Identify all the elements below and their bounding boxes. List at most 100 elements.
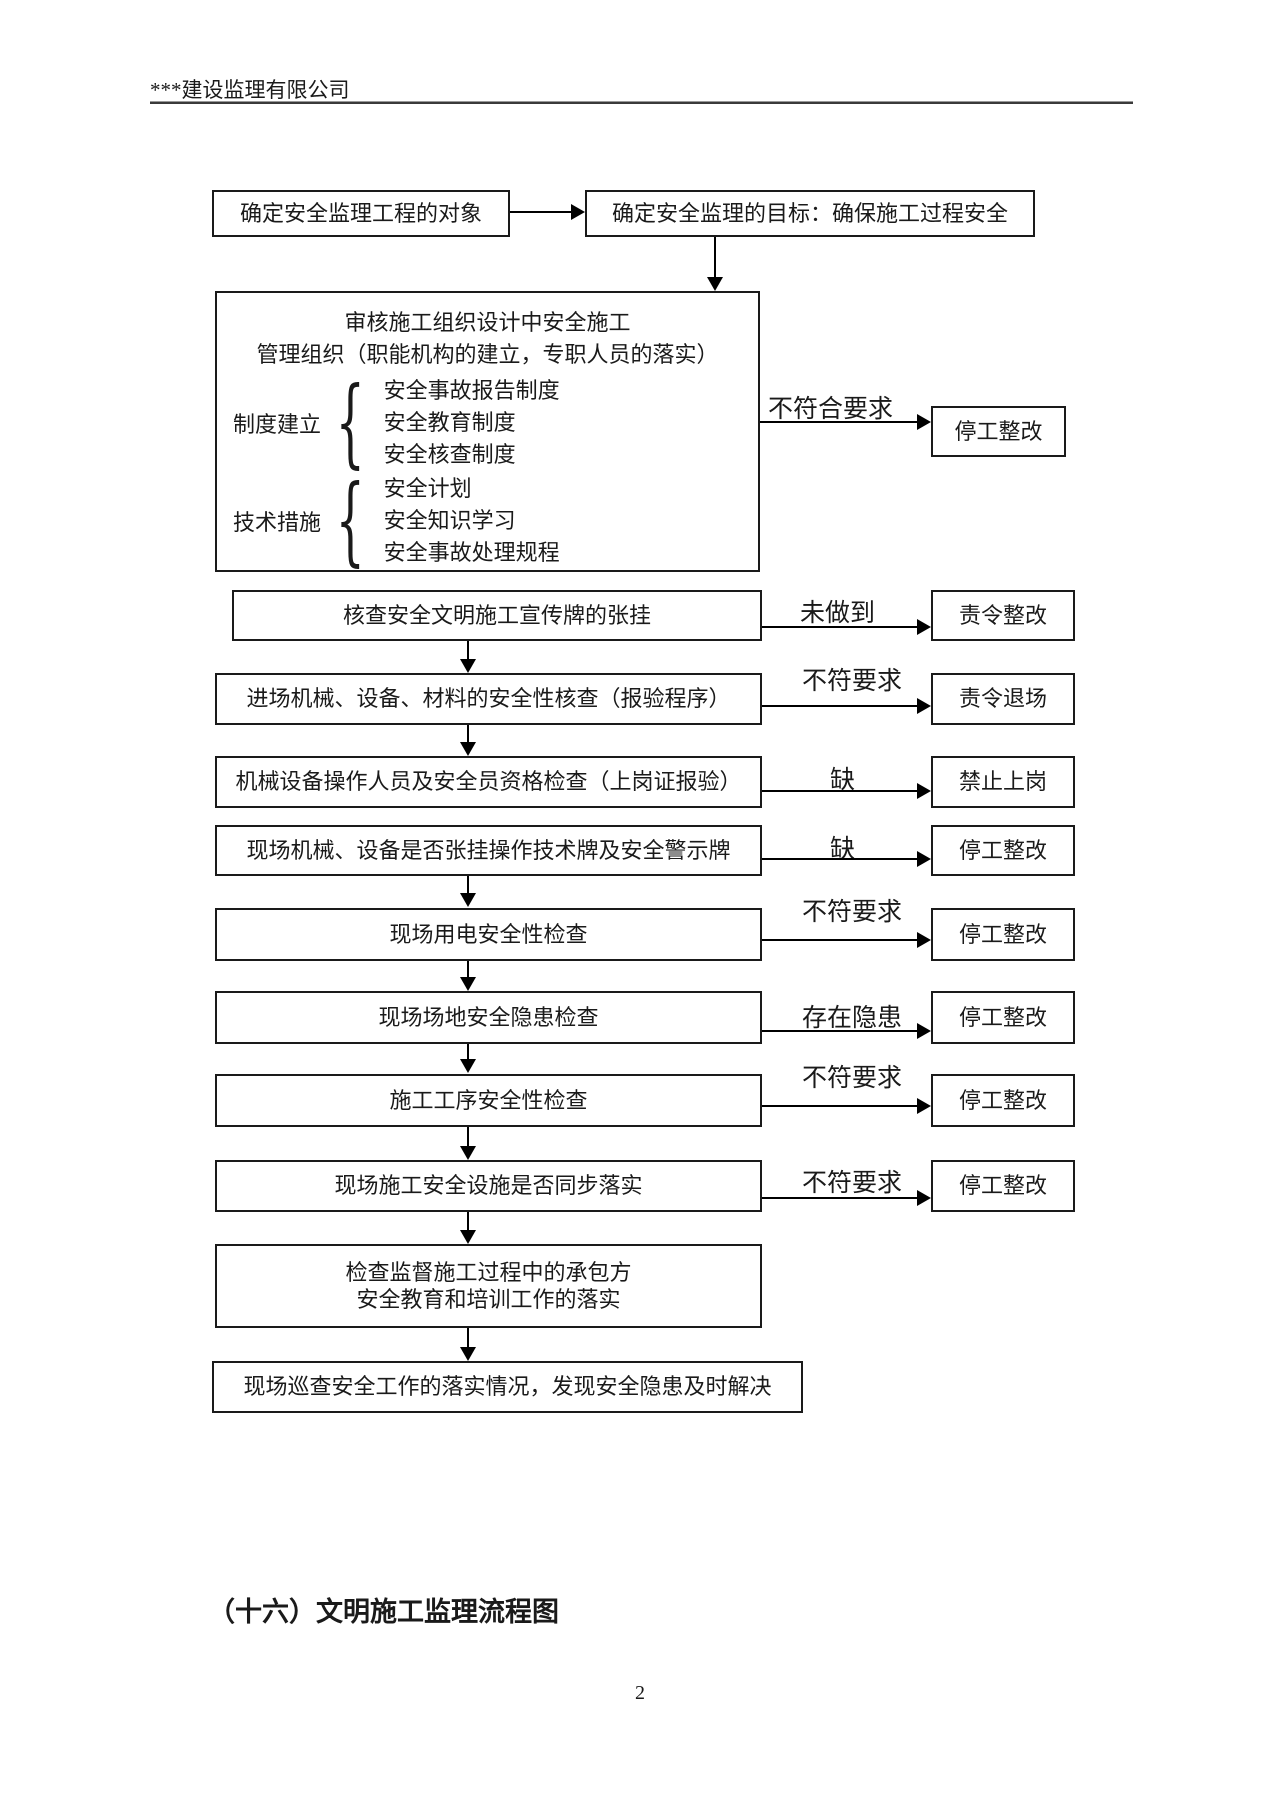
result-label: 责令整改 [958, 602, 1047, 628]
arrowhead-right-icon [571, 204, 585, 220]
review-group-items: 安全计划 安全知识学习 安全事故处理规程 [380, 473, 560, 569]
condition-label: 未做到 [800, 600, 876, 627]
review-group-items: 安全事故报告制度 安全教育制度 安全核查制度 [380, 375, 560, 471]
branch-connector [762, 790, 918, 792]
result-box: 停工整改 [931, 825, 1075, 876]
step-connector [467, 641, 469, 660]
condition-label: 缺 [830, 767, 856, 794]
left-brace-icon: { [335, 366, 365, 479]
result-box: 停工整改 [931, 1074, 1075, 1127]
flow-box-step: 机械设备操作人员及安全员资格检查（上岗证报验） [215, 756, 762, 808]
review-item: 安全事故处理规程 [383, 540, 560, 565]
connector-object-goal [510, 211, 572, 213]
result-label: 停工整改 [958, 1004, 1047, 1030]
review-line2: 管理组织（职能机构的建立，专职人员的落实） [256, 342, 719, 367]
branch-connector [760, 421, 918, 423]
step-connector [467, 961, 469, 978]
flow-box-goal: 确定安全监理的目标：确保施工过程安全 [585, 190, 1035, 237]
arrowhead-down-icon [460, 977, 476, 991]
company-header: ***建设监理有限公司 [150, 78, 350, 102]
flow-box-review: 审核施工组织设计中安全施工 管理组织（职能机构的建立，专职人员的落实） 制度建立… [215, 291, 760, 572]
result-label: 停工整改 [958, 1087, 1047, 1113]
step-label: 现场场地安全隐患检查 [378, 1004, 599, 1030]
result-box: 停工整改 [931, 406, 1066, 457]
branch-connector [762, 1030, 918, 1032]
flow-box-step: 核查安全文明施工宣传牌的张挂 [232, 590, 762, 641]
step-label: 现场巡查安全工作的落实情况，发现安全隐患及时解决 [243, 1374, 772, 1400]
branch-connector [762, 858, 918, 860]
review-group-label: 技术措施 [233, 510, 322, 535]
arrowhead-right-icon [917, 1023, 931, 1039]
arrowhead-down-icon [460, 742, 476, 756]
step-label: 机械设备操作人员及安全员资格检查（上岗证报验） [235, 769, 742, 795]
result-box: 停工整改 [931, 908, 1075, 961]
result-box: 责令整改 [931, 590, 1075, 641]
arrowhead-down-icon [460, 659, 476, 673]
arrowhead-down-icon [460, 1347, 476, 1361]
review-group-label: 制度建立 [233, 412, 322, 437]
arrowhead-right-icon [917, 1098, 931, 1114]
flow-box-step: 检查监督施工过程中的承包方 安全教育和培训工作的落实 [215, 1244, 762, 1328]
condition-label: 存在隐患 [802, 1005, 903, 1032]
flow-box-goal-label: 确定安全监理的目标：确保施工过程安全 [611, 200, 1008, 226]
flow-box-step: 现场施工安全设施是否同步落实 [215, 1160, 762, 1212]
step-connector [467, 876, 469, 894]
result-box: 停工整改 [931, 1160, 1075, 1212]
step-connector [467, 1127, 469, 1147]
condition-label: 不符要求 [802, 668, 903, 695]
arrowhead-right-icon [917, 698, 931, 714]
page-number: 2 [635, 1682, 645, 1704]
arrowhead-right-icon [917, 932, 931, 948]
branch-connector [762, 705, 918, 707]
flow-box-object: 确定安全监理工程的对象 [212, 190, 510, 237]
step-label: 进场机械、设备、材料的安全性核查（报验程序） [246, 686, 731, 712]
arrowhead-right-icon [917, 1190, 931, 1206]
result-label: 责令退场 [958, 686, 1047, 712]
step-connector [467, 725, 469, 743]
result-box: 责令退场 [931, 673, 1075, 725]
arrowhead-right-icon [917, 783, 931, 799]
condition-label: 不符要求 [802, 899, 903, 926]
step-label-line1: 检查监督施工过程中的承包方 [345, 1259, 632, 1285]
branch-connector [762, 939, 918, 941]
arrowhead-right-icon [917, 619, 931, 635]
branch-connector [762, 1105, 918, 1107]
arrowhead-down-icon [460, 893, 476, 907]
flow-box-step: 现场场地安全隐患检查 [215, 991, 762, 1044]
flow-box-step: 现场用电安全性检查 [215, 908, 762, 961]
result-label: 禁止上岗 [958, 769, 1047, 795]
flow-box-step: 现场巡查安全工作的落实情况，发现安全隐患及时解决 [212, 1361, 803, 1413]
result-label: 停工整改 [958, 1173, 1047, 1199]
flow-box-step: 进场机械、设备、材料的安全性核查（报验程序） [215, 673, 762, 725]
review-item: 安全核查制度 [383, 442, 516, 467]
step-connector [467, 1328, 469, 1348]
flow-box-object-label: 确定安全监理工程的对象 [239, 200, 482, 226]
result-box: 停工整改 [931, 991, 1075, 1044]
step-label: 现场用电安全性检查 [389, 921, 588, 947]
review-line1: 审核施工组织设计中安全施工 [344, 310, 631, 335]
result-label: 停工整改 [958, 837, 1047, 863]
arrowhead-down-icon [707, 277, 723, 291]
flow-box-step: 现场机械、设备是否张挂操作技术牌及安全警示牌 [215, 825, 762, 876]
left-brace-icon: { [335, 464, 365, 577]
condition-label: 不符要求 [802, 1065, 903, 1092]
arrowhead-right-icon [917, 414, 931, 430]
arrowhead-down-icon [460, 1230, 476, 1244]
review-item: 安全知识学习 [383, 508, 516, 533]
step-label: 施工工序安全性检查 [389, 1087, 588, 1113]
step-label: 现场机械、设备是否张挂操作技术牌及安全警示牌 [246, 837, 731, 863]
review-group-measures: 技术措施 { 安全计划 安全知识学习 安全事故处理规程 [233, 464, 758, 577]
review-group-institutions: 制度建立 { 安全事故报告制度 安全教育制度 安全核查制度 [233, 366, 758, 479]
step-label: 现场施工安全设施是否同步落实 [334, 1173, 643, 1199]
result-label: 停工整改 [954, 418, 1043, 444]
step-label-line2: 安全教育和培训工作的落实 [356, 1287, 621, 1312]
result-label: 停工整改 [958, 921, 1047, 947]
review-item: 安全事故报告制度 [383, 378, 560, 403]
step-connector [467, 1212, 469, 1231]
arrowhead-right-icon [917, 851, 931, 867]
review-item: 安全计划 [383, 476, 472, 501]
flow-box-step: 施工工序安全性检查 [215, 1074, 762, 1127]
condition-label: 不符要求 [802, 1170, 903, 1197]
branch-connector [762, 1197, 918, 1199]
